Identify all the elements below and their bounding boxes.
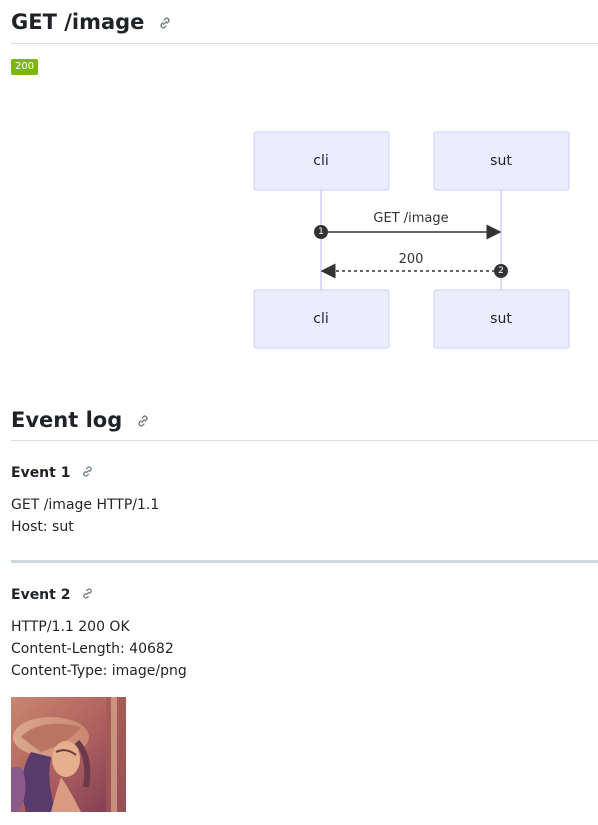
event-log-title: Event log bbox=[11, 410, 150, 432]
event-1-title-text: Event 1 bbox=[11, 465, 71, 481]
link-icon[interactable] bbox=[158, 13, 172, 34]
request-title-text: GET /image bbox=[11, 10, 145, 34]
actor-sut-bottom: sut bbox=[433, 289, 570, 349]
actor-cli-top-label: cli bbox=[313, 153, 328, 169]
event-1-title: Event 1 bbox=[11, 465, 94, 481]
actor-sut-bottom-label: sut bbox=[490, 311, 512, 327]
event-1-line: Host: sut bbox=[11, 519, 74, 535]
event-1-body: GET /image HTTP/1.1 Host: sut bbox=[11, 494, 159, 538]
request-title: GET /image bbox=[11, 12, 172, 34]
message-2: 200 2 bbox=[320, 252, 508, 279]
title-divider bbox=[11, 43, 598, 44]
link-icon[interactable] bbox=[81, 587, 94, 603]
event-1-line: GET /image HTTP/1.1 bbox=[11, 497, 160, 513]
sequence-number-2 bbox=[494, 264, 508, 278]
event-2-title-text: Event 2 bbox=[11, 587, 71, 603]
link-icon[interactable] bbox=[136, 411, 150, 432]
message-1-label: GET /image bbox=[373, 211, 448, 226]
response-image bbox=[11, 697, 126, 812]
actor-cli-top: cli bbox=[253, 131, 390, 191]
sequence-number-1-text: 1 bbox=[318, 227, 324, 237]
event-2-title: Event 2 bbox=[11, 587, 94, 603]
sequence-diagram: cli sut GET /image 1 200 2 cli sut bbox=[253, 131, 570, 349]
sequence-number-1 bbox=[314, 225, 328, 239]
event-2-line: Content-Length: 40682 bbox=[11, 641, 174, 657]
event-log-divider bbox=[11, 440, 598, 441]
event-2-line: Content-Type: image/png bbox=[11, 663, 187, 679]
link-icon[interactable] bbox=[81, 465, 94, 481]
event-separator bbox=[11, 560, 598, 563]
event-2-line: HTTP/1.1 200 OK bbox=[11, 619, 130, 635]
actor-sut-top-label: sut bbox=[490, 153, 512, 169]
sequence-number-2-text: 2 bbox=[498, 266, 504, 276]
actor-sut-top: sut bbox=[433, 131, 570, 191]
message-2-label: 200 bbox=[399, 252, 424, 267]
status-badge: 200 bbox=[11, 59, 39, 75]
event-2-body: HTTP/1.1 200 OK Content-Length: 40682 Co… bbox=[11, 616, 187, 682]
message-1: GET /image 1 bbox=[314, 211, 502, 240]
actor-cli-bottom: cli bbox=[253, 289, 390, 349]
actor-cli-bottom-label: cli bbox=[313, 311, 328, 327]
event-log-title-text: Event log bbox=[11, 408, 123, 432]
